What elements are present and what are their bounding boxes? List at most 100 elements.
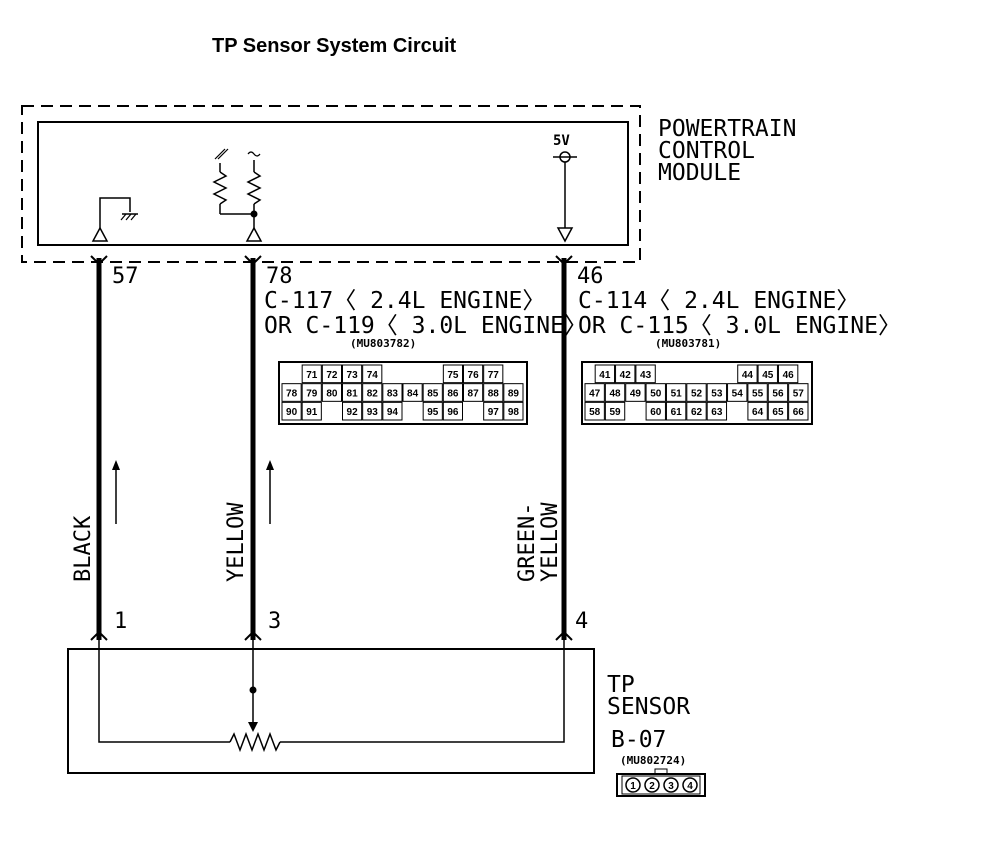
pin-cell	[422, 401, 443, 421]
pin-number: 90	[286, 407, 298, 418]
sensor-connector-part: (MU802724)	[620, 754, 686, 767]
pin-number: 78	[286, 389, 298, 400]
pin-number: 63	[711, 407, 723, 418]
diagram-title: TP Sensor System Circuit	[212, 35, 457, 57]
pin-number: 89	[508, 389, 520, 400]
pin-number: 88	[488, 389, 500, 400]
pin-number: 92	[347, 407, 359, 418]
pin-number: 73	[347, 370, 359, 381]
sensor-pin-number: 2	[649, 781, 655, 792]
sensor-pin-circle	[663, 777, 679, 793]
pin-cell	[737, 364, 758, 384]
pin-number: 91	[306, 407, 318, 418]
pin-number: 64	[752, 407, 764, 418]
pin-number: 74	[367, 370, 379, 381]
pin-cell	[645, 383, 666, 402]
pin-number: 41	[599, 370, 611, 381]
pin-cell	[686, 401, 707, 421]
resistor-icon	[246, 171, 262, 205]
pin-cell	[281, 401, 302, 421]
pin-number: 59	[609, 407, 621, 418]
pin-cell	[281, 383, 302, 402]
pin-cell	[321, 364, 343, 384]
pin-number: 79	[306, 389, 318, 400]
sensor-pin-1: 1	[114, 609, 127, 634]
pin-number: 57	[793, 389, 805, 400]
wire-color-green-line-2: YELLOW	[538, 502, 563, 582]
pin-number: 93	[367, 407, 379, 418]
pin-cell	[301, 364, 322, 384]
wiper-arrow-icon	[248, 722, 258, 732]
supply-label: 5V	[553, 133, 570, 149]
pin-number: 48	[609, 389, 621, 400]
current-arrow-icon	[112, 460, 120, 524]
pin-cell	[463, 364, 484, 384]
pin-cell	[788, 401, 809, 421]
pin-cell	[757, 364, 778, 384]
pin-cell	[625, 383, 646, 402]
pcm-inner-box	[37, 121, 629, 246]
pin-number: 42	[620, 370, 632, 381]
pin-cell	[442, 364, 464, 384]
pin-number: 50	[650, 389, 662, 400]
pin-number: 84	[407, 389, 419, 400]
resistor-icon	[212, 171, 228, 205]
pin-number: 52	[691, 389, 703, 400]
pin-cell	[645, 401, 666, 421]
pin-cell	[342, 383, 363, 402]
pin-cell	[727, 383, 748, 402]
pin-cell	[584, 383, 605, 402]
pin-cell	[442, 401, 464, 421]
pin-number: 56	[772, 389, 784, 400]
sensor-pin-4: 4	[575, 609, 588, 634]
wire-color-yellow: YELLOW	[224, 502, 249, 582]
junction-dot	[249, 686, 257, 694]
resistor-icon	[229, 731, 281, 753]
pin-number: 95	[427, 407, 439, 418]
pin-number: 65	[772, 407, 784, 418]
pin-cell	[747, 383, 768, 402]
pin-cell	[584, 401, 605, 421]
pin-cell	[665, 401, 687, 421]
pin-cell	[342, 364, 363, 384]
wire-color-green-line-1: GREEN-	[515, 503, 540, 582]
pin-cell	[382, 383, 403, 402]
current-arrow-icon	[266, 460, 274, 524]
pin-number: 49	[630, 389, 642, 400]
pin-cell	[402, 383, 423, 402]
pin-cell	[483, 401, 504, 421]
pin-number: 55	[752, 389, 764, 400]
pin-number: 54	[732, 389, 744, 400]
connector-left-part: (MU803782)	[350, 337, 416, 350]
tp-sensor-potentiometer	[98, 640, 565, 753]
sensor-label-line-3: B-07	[611, 727, 666, 753]
pin-number: 43	[640, 370, 652, 381]
pin-cell	[503, 383, 524, 402]
pin-number: 51	[671, 389, 683, 400]
pin-cell	[321, 383, 343, 402]
pcm-5v-supply: 5V	[553, 133, 577, 243]
pin-number: 72	[326, 370, 338, 381]
pin-number: 60	[650, 407, 662, 418]
pin-number: 46	[783, 370, 795, 381]
pcm-label-line-2: CONTROL	[658, 138, 755, 164]
connector-left-line-2: OR C-119〈 3.0L ENGINE〉	[264, 313, 587, 339]
pcm-pin-46: 46	[577, 264, 604, 289]
pin-cell	[604, 383, 626, 402]
pin-number: 53	[711, 389, 723, 400]
pin-number: 86	[447, 389, 459, 400]
pin-cell	[422, 383, 443, 402]
pin-cell	[767, 383, 789, 402]
pin-cell	[635, 364, 656, 384]
pin-cell	[382, 401, 403, 421]
pin-cell	[604, 401, 626, 421]
pin-cell	[665, 383, 687, 402]
connector-right-line-2: OR C-115〈 3.0L ENGINE〉	[578, 313, 901, 339]
pin-number: 81	[347, 389, 359, 400]
connector-left-line-1: C-117〈 2.4L ENGINE〉	[264, 288, 545, 314]
